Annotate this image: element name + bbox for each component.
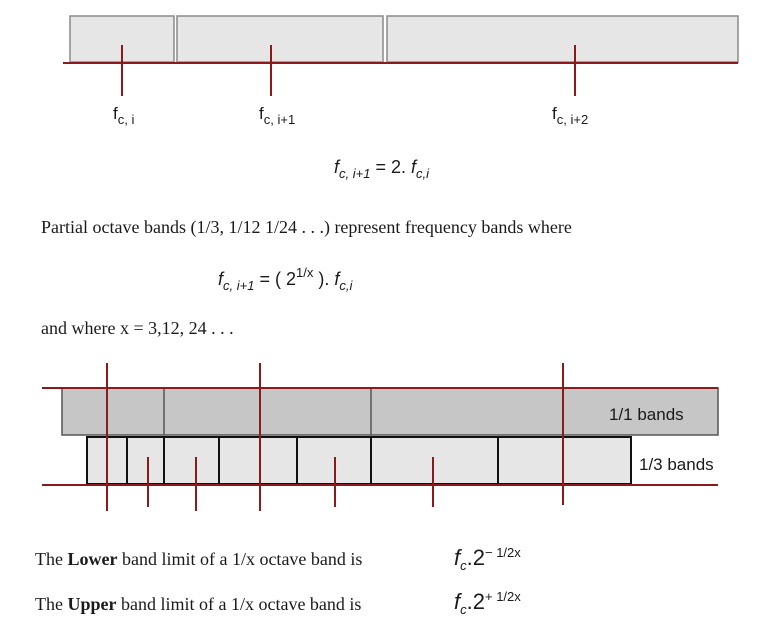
center-label-3: fc, i+2 (552, 104, 589, 127)
label-1-3-bands: 1/3 bands (639, 455, 714, 474)
octave-band-row (61, 387, 719, 436)
octave-band-3 (386, 15, 739, 63)
top-band-diagram (63, 15, 739, 96)
lower-limit-formula: fc.2− 1/2x (454, 545, 521, 573)
center-label-2: fc, i+1 (259, 104, 296, 127)
lower-limit-text: The Lower band limit of a 1/x octave ban… (35, 549, 363, 569)
partial-octave-paragraph: Partial octave bands (1/3, 1/12 1/24 . .… (41, 217, 572, 237)
label-1-1-bands: 1/1 bands (609, 405, 684, 424)
upper-limit-formula: fc.2+ 1/2x (454, 589, 521, 617)
center-label-1: fc, i (113, 104, 135, 127)
bottom-band-diagram (42, 363, 719, 511)
partial-octave-equation: fc, i+1 = ( 21/x ). fc,i (218, 265, 353, 293)
upper-limit-text: The Upper band limit of a 1/x octave ban… (35, 594, 362, 614)
octave-band-2 (176, 15, 384, 63)
third-octave-band-row (86, 436, 632, 485)
octave-equation: fc, i+1 = 2. fc,i (334, 157, 429, 181)
x-values-paragraph: and where x = 3,12, 24 . . . (41, 318, 234, 338)
